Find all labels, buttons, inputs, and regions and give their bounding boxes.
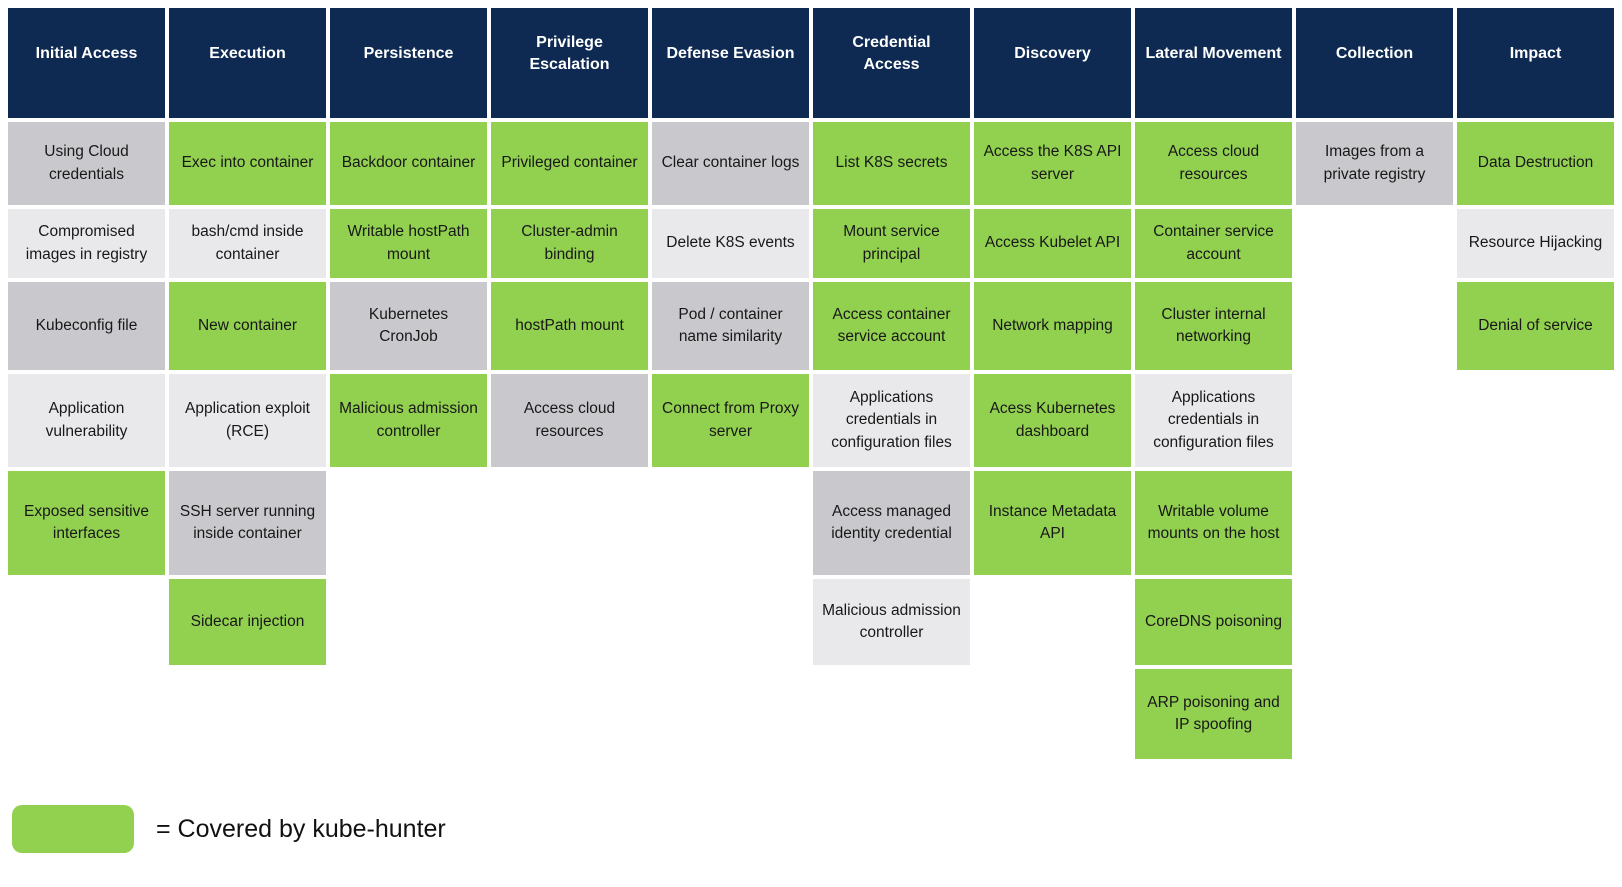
column-header: Impact (1457, 8, 1614, 118)
technique-cell: New container (169, 282, 326, 370)
technique-cell: CoreDNS poisoning (1135, 579, 1292, 665)
technique-cell: Exec into container (169, 122, 326, 205)
technique-cell: Sidecar injection (169, 579, 326, 665)
column-header: Collection (1296, 8, 1453, 118)
technique-cell: Access cloud resources (1135, 122, 1292, 205)
technique-cell: Exposed sensitive interfaces (8, 471, 165, 575)
column-header: Discovery (974, 8, 1131, 118)
column-header: Persistence (330, 8, 487, 118)
technique-cell: Compromised images in registry (8, 209, 165, 278)
technique-cell: SSH server running inside container (169, 471, 326, 575)
technique-cell: Acess Kubernetes dashboard (974, 374, 1131, 467)
technique-cell: Malicious admission controller (330, 374, 487, 467)
technique-cell: Applications credentials in configuratio… (1135, 374, 1292, 467)
column-header: Credential Access (813, 8, 970, 118)
technique-cell: bash/cmd inside container (169, 209, 326, 278)
legend: = Covered by kube-hunter (12, 805, 1622, 853)
technique-cell: Backdoor container (330, 122, 487, 205)
technique-cell: Denial of service (1457, 282, 1614, 370)
technique-cell: Writable hostPath mount (330, 209, 487, 278)
technique-cell: Clear container logs (652, 122, 809, 205)
technique-cell: Using Cloud credentials (8, 122, 165, 205)
column-header: Initial Access (8, 8, 165, 118)
technique-cell: Malicious admission controller (813, 579, 970, 665)
technique-cell: Cluster-admin binding (491, 209, 648, 278)
covered-color-swatch (12, 805, 134, 853)
technique-cell: Pod / container name similarity (652, 282, 809, 370)
technique-cell: hostPath mount (491, 282, 648, 370)
technique-cell: Application vulnerability (8, 374, 165, 467)
technique-cell: Privileged container (491, 122, 648, 205)
technique-cell: Access cloud resources (491, 374, 648, 467)
technique-cell: Mount service principal (813, 209, 970, 278)
technique-cell: Network mapping (974, 282, 1131, 370)
column-header: Lateral Movement (1135, 8, 1292, 118)
technique-cell: Delete K8S events (652, 209, 809, 278)
technique-cell: ARP poisoning and IP spoofing (1135, 669, 1292, 759)
technique-cell: Access Kubelet API (974, 209, 1131, 278)
technique-cell: Container service account (1135, 209, 1292, 278)
technique-cell: Connect from Proxy server (652, 374, 809, 467)
technique-cell: Kubeconfig file (8, 282, 165, 370)
technique-cell: Application exploit (RCE) (169, 374, 326, 467)
technique-cell: Access container service account (813, 282, 970, 370)
legend-label: = Covered by kube-hunter (156, 814, 446, 843)
technique-cell: Kubernetes CronJob (330, 282, 487, 370)
technique-cell: Resource Hijacking (1457, 209, 1614, 278)
technique-cell: Data Destruction (1457, 122, 1614, 205)
column-header: Privilege Escalation (491, 8, 648, 118)
technique-cell: Cluster internal networking (1135, 282, 1292, 370)
technique-cell: Applications credentials in configuratio… (813, 374, 970, 467)
technique-cell: Writable volume mounts on the host (1135, 471, 1292, 575)
column-header: Defense Evasion (652, 8, 809, 118)
technique-cell: List K8S secrets (813, 122, 970, 205)
column-header: Execution (169, 8, 326, 118)
technique-cell: Access managed identity credential (813, 471, 970, 575)
technique-cell: Access the K8S API server (974, 122, 1131, 205)
technique-cell: Images from a private registry (1296, 122, 1453, 205)
technique-cell: Instance Metadata API (974, 471, 1131, 575)
